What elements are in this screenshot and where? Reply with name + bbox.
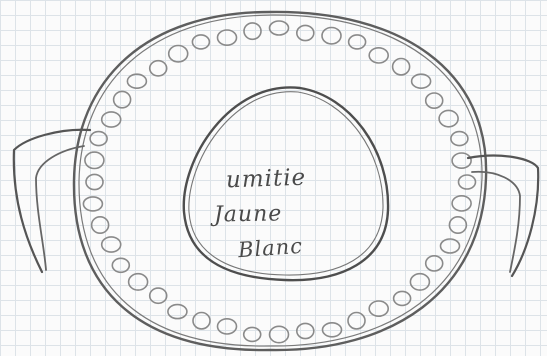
bead [127, 74, 146, 88]
bead [439, 110, 458, 126]
bead [449, 217, 466, 233]
bead [323, 323, 342, 337]
bead [102, 237, 121, 252]
bead [112, 258, 129, 272]
left-hook-inner-stroke [36, 146, 84, 270]
bead [322, 28, 341, 44]
bead [150, 61, 167, 76]
bead [114, 91, 131, 107]
bead [394, 291, 411, 305]
bead [459, 175, 476, 189]
bead [393, 58, 410, 74]
bead [218, 319, 237, 334]
bead [426, 256, 443, 271]
bead [244, 23, 261, 39]
bead [270, 326, 289, 342]
bead [426, 93, 443, 108]
bead [451, 132, 468, 146]
bead [90, 132, 107, 146]
bead [86, 174, 103, 189]
label-white: umitie [226, 165, 307, 194]
right-hook [468, 156, 538, 276]
bead [85, 152, 104, 168]
bead [129, 274, 148, 290]
bead [102, 112, 121, 127]
bead [349, 35, 366, 49]
bead [168, 305, 187, 319]
bead [193, 313, 210, 329]
bead [270, 21, 289, 35]
bead [192, 35, 209, 49]
bead [218, 30, 237, 45]
label-yellow: Jaune [214, 201, 283, 227]
bead [410, 274, 429, 290]
left-hook [14, 130, 90, 272]
bead [369, 301, 388, 316]
bead [412, 74, 431, 88]
bead [169, 46, 188, 62]
bead [348, 313, 365, 329]
bead [441, 239, 460, 253]
bead [297, 323, 314, 338]
bead [150, 288, 167, 303]
bead [297, 25, 314, 40]
label-white-2: Blanc [237, 234, 303, 262]
bead [452, 196, 471, 211]
bead [83, 197, 102, 211]
bead [452, 153, 471, 168]
bead [244, 327, 261, 341]
bead [92, 217, 109, 233]
bead [369, 48, 388, 63]
